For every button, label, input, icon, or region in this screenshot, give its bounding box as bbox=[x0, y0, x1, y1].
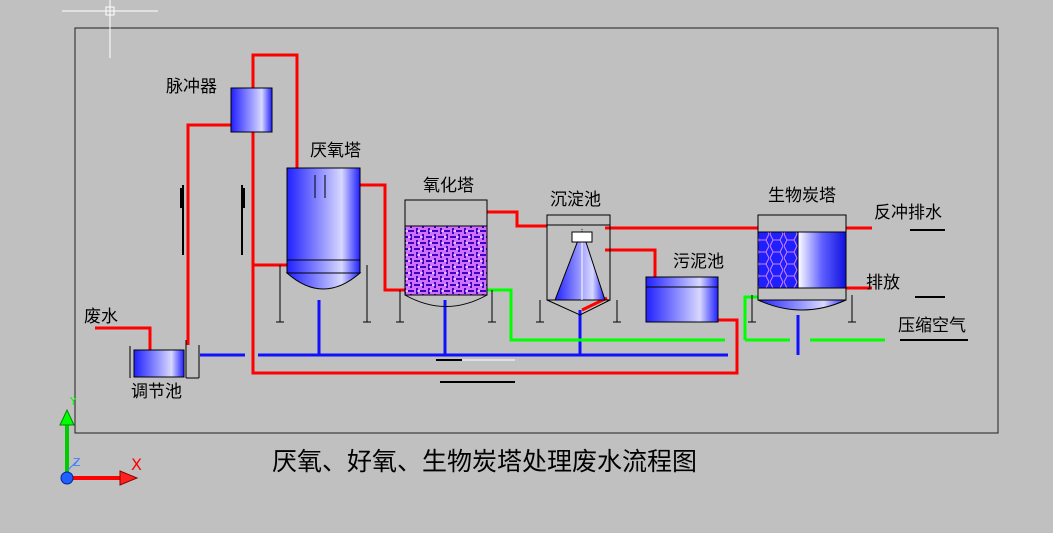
label-waste-water: 废水 bbox=[84, 307, 118, 327]
red-pipe bbox=[95, 53, 872, 375]
label-sedimentation-tank: 沉淀池 bbox=[550, 190, 601, 210]
label-oxidation-tower: 氧化塔 bbox=[423, 176, 474, 196]
blue-pipe bbox=[200, 300, 800, 357]
label-pulser: 脉冲器 bbox=[166, 77, 217, 97]
axis-x-label: X bbox=[131, 455, 142, 474]
pulser bbox=[230, 87, 273, 133]
label-discharge: 排放 bbox=[866, 273, 900, 293]
oxidation-tower bbox=[396, 199, 496, 323]
green-pipe bbox=[487, 288, 885, 342]
ucs-axis-icon bbox=[59, 408, 139, 486]
label-backwash-drain: 反冲排水 bbox=[874, 203, 942, 223]
bio-carbon-tower bbox=[748, 214, 856, 323]
sludge-tank bbox=[645, 276, 719, 323]
label-anaerobic-tower: 厌氧塔 bbox=[310, 141, 361, 161]
label-sludge-tank: 污泥池 bbox=[673, 252, 724, 272]
label-compressed-air: 压缩空气 bbox=[898, 316, 966, 336]
axis-z-label: Z bbox=[73, 456, 81, 469]
sedimentation-tank bbox=[536, 214, 621, 323]
leader-lines bbox=[436, 229, 968, 383]
drawing-frame bbox=[62, 0, 999, 434]
label-bio-carbon-tower: 生物炭塔 bbox=[768, 186, 836, 206]
axis-y-label: Y bbox=[69, 395, 77, 408]
regulating-tank bbox=[129, 340, 200, 379]
anaerobic-tower bbox=[276, 167, 371, 323]
diagram-title: 厌氧、好氧、生物炭塔处理废水流程图 bbox=[272, 447, 698, 476]
vertical-marks bbox=[180, 185, 245, 255]
label-regulating-tank: 调节池 bbox=[131, 382, 182, 402]
